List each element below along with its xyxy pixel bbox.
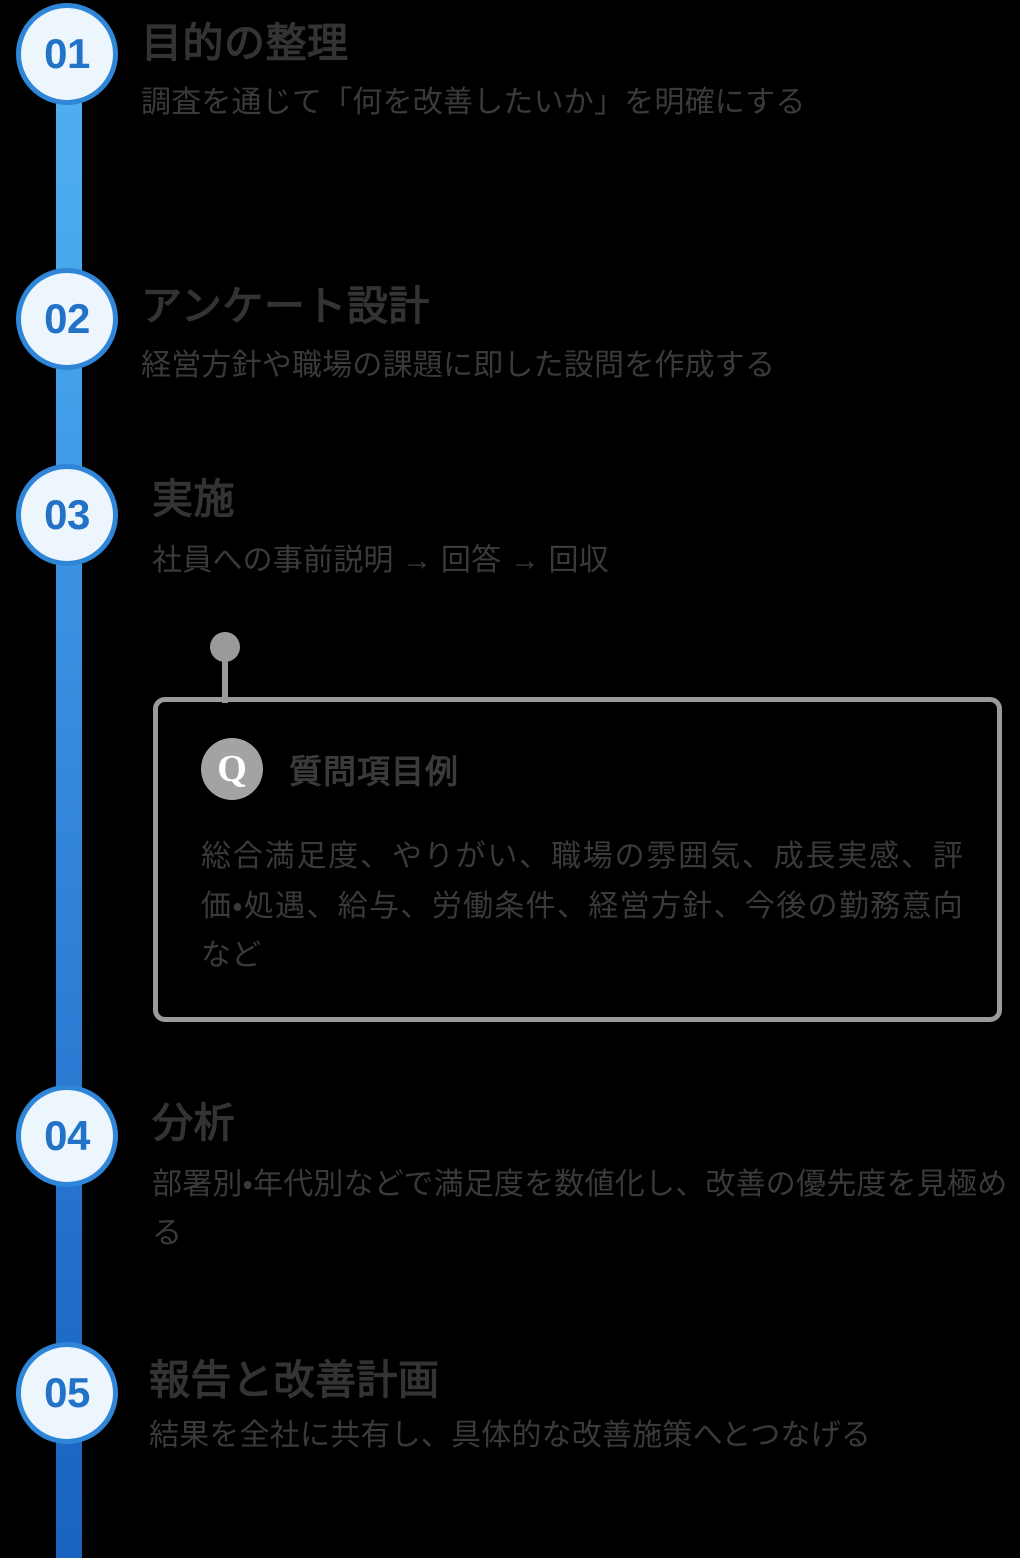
step-title-02: アンケート設計 [141, 283, 430, 329]
step-title-01: 目的の整理 [141, 20, 349, 66]
step-body-03: 実施 社員への事前説明 → 回答 → 回収 [152, 474, 1012, 586]
step-number-01: 01 [44, 30, 90, 77]
step-description-03: 社員への事前説明 → 回答 → 回収 [152, 544, 609, 578]
callout-body-text: 総合満足度、やりがい、職場の雰囲気、成長実感、評価・処遇、給与、労働条件、経営方… [201, 840, 963, 972]
callout-connector-dot-icon [210, 632, 240, 662]
question-badge-letter: Q [217, 748, 247, 790]
step-title-05: 報告と改善計画 [149, 1357, 440, 1403]
step-body-02: アンケート設計 経営方針や職場の課題に即した設問を作成する [141, 281, 1020, 391]
callout-connector-line [222, 655, 228, 703]
step-number-03: 03 [44, 491, 90, 538]
callout-heading: 質問項目例 [289, 753, 459, 790]
step-number-02: 02 [44, 295, 90, 342]
step-description-01: 調査を通じて「何を改善したいか」を明確にする [141, 86, 806, 120]
question-examples-callout: Q 質問項目例 総合満足度、やりがい、職場の雰囲気、成長実感、評価・処遇、給与、… [153, 697, 1002, 1022]
step-marker-03: 03 [16, 464, 118, 566]
step-number-05: 05 [44, 1369, 90, 1416]
step-title-03: 実施 [152, 476, 235, 522]
step-description-05: 結果を全社に共有し、具体的な改善施策へとつなげる [149, 1419, 872, 1453]
callout-header: Q 質問項目例 [201, 738, 459, 800]
step-marker-04: 04 [16, 1085, 118, 1187]
step-body-05: 報告と改善計画 結果を全社に共有し、具体的な改善施策へとつなげる [149, 1355, 1019, 1461]
step-description-04: 部署別・年代別などで満足度を数値化し、改善の優先度を見極める [152, 1168, 1008, 1250]
step-description-02: 経営方針や職場の課題に即した設問を作成する [141, 349, 776, 383]
step-marker-05: 05 [16, 1342, 118, 1444]
step-body-01: 目的の整理 調査を通じて「何を改善したいか」を明確にする [141, 18, 1006, 128]
step-number-04: 04 [44, 1112, 90, 1159]
step-marker-02: 02 [16, 268, 118, 370]
step-body-04: 分析 部署別・年代別などで満足度を数値化し、改善の優先度を見極める [152, 1098, 1012, 1258]
step-title-04: 分析 [152, 1100, 235, 1146]
step-marker-01: 01 [16, 3, 118, 105]
question-badge-icon: Q [201, 738, 263, 800]
